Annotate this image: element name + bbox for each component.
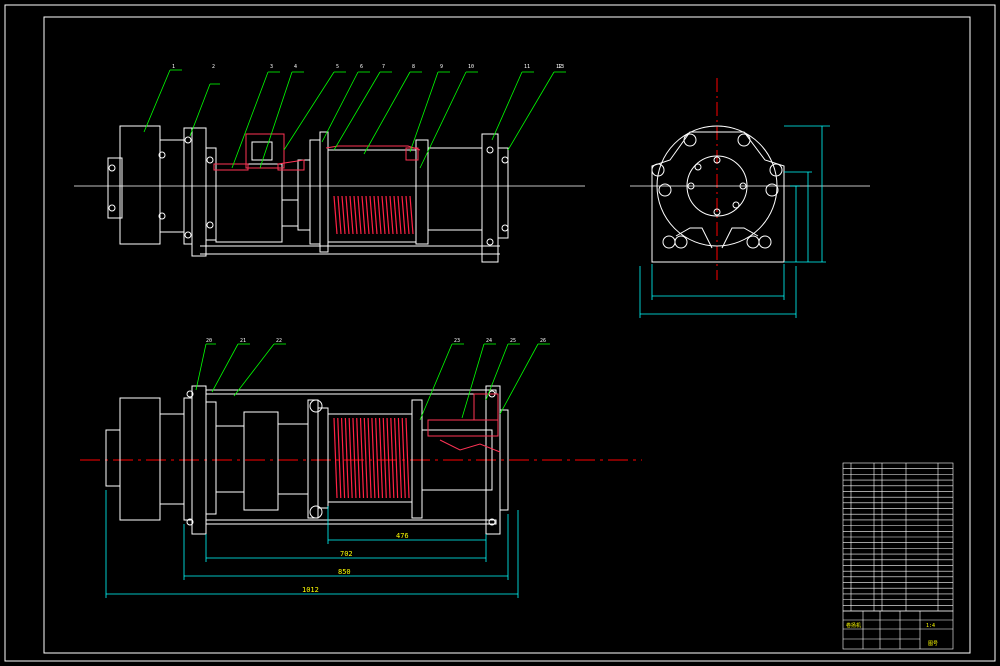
drum-coil <box>365 195 370 235</box>
drum-coil <box>373 195 378 235</box>
drum-coil <box>389 195 394 235</box>
section-hatch-top <box>213 133 421 171</box>
balloon-label: 26 <box>540 338 546 344</box>
drum-coil <box>397 417 403 499</box>
drum-coil <box>367 417 372 499</box>
balloon-label: 8 <box>412 64 415 70</box>
drum-coil <box>344 417 349 499</box>
side-view-dimensions <box>639 125 830 318</box>
title-block-name: 卷扬机 <box>846 622 861 629</box>
dim-476: 476 <box>396 532 409 540</box>
drum-coil <box>401 195 406 235</box>
section-hatch-bottom <box>427 393 501 453</box>
drum-coil <box>357 195 362 235</box>
balloon-label: 11 <box>524 64 530 70</box>
title-block-sheet: 图号 <box>928 641 938 647</box>
drum-coil <box>378 417 384 499</box>
drum-coil <box>382 417 387 499</box>
side-view <box>630 78 870 280</box>
dim-702: 702 <box>340 550 353 558</box>
balloon-label: 2 <box>212 64 215 70</box>
parts-list-table <box>842 462 954 650</box>
dim-850: 850 <box>338 568 351 576</box>
drum-coil <box>405 417 410 499</box>
drum-coil <box>369 195 374 235</box>
drum-windings-bottom <box>333 417 410 499</box>
drum-coil <box>409 195 414 235</box>
drum-coil <box>337 195 342 235</box>
drum-coil <box>381 195 386 235</box>
drum-coil <box>401 417 406 499</box>
balloon-label: 9 <box>440 64 443 70</box>
drum-coil <box>345 195 350 235</box>
drum-coil <box>371 417 376 499</box>
balloon-label: 4 <box>294 64 297 70</box>
drum-coil <box>337 417 342 499</box>
outer-frame <box>4 4 996 662</box>
leaders-bottom <box>195 343 550 421</box>
drum-coil <box>361 195 366 235</box>
balloon-label: 5 <box>336 64 339 70</box>
balloon-label: 10 <box>468 64 474 70</box>
drum-coil <box>356 417 361 499</box>
drum-coil <box>353 195 358 235</box>
drum-coil <box>341 195 346 235</box>
drum-coil <box>375 417 380 499</box>
drum-coil <box>385 195 390 235</box>
balloon-labels-bottom: 20 21 22 23 24 25 26 <box>206 338 546 344</box>
front-view-top <box>74 125 585 263</box>
balloon-label: 22 <box>276 338 282 344</box>
inner-frame <box>43 16 971 654</box>
balloon-label: 24 <box>486 338 492 344</box>
balloon-label: 23 <box>454 338 460 344</box>
drum-coil <box>340 417 346 499</box>
drum-coil <box>363 417 368 499</box>
balloon-label: 21 <box>240 338 246 344</box>
drum-coil <box>393 195 398 235</box>
balloon-label: 6 <box>360 64 363 70</box>
drum-coil <box>386 417 391 499</box>
balloon-label: 13 <box>558 64 564 70</box>
drum-coil <box>377 195 382 235</box>
balloon-label: 7 <box>382 64 385 70</box>
drum-coil <box>390 417 395 499</box>
drum-coil <box>333 195 338 235</box>
drum-coil <box>333 417 338 499</box>
balloon-label: 3 <box>270 64 273 70</box>
drum-coil <box>349 195 354 235</box>
balloon-label: 12 <box>556 64 562 70</box>
drum-coil <box>352 417 357 499</box>
drum-coil <box>359 417 365 499</box>
drum-coil <box>394 417 399 499</box>
bottom-dimensions <box>105 490 519 598</box>
plan-view-bottom <box>80 385 642 535</box>
leaders-top <box>143 69 566 169</box>
drum-coil <box>405 195 410 235</box>
balloon-label: 20 <box>206 338 212 344</box>
balloon-label: 1 <box>172 64 175 70</box>
balloon-label: 25 <box>510 338 516 344</box>
drum-coil <box>397 195 402 235</box>
drum-coil <box>348 417 353 499</box>
dim-1012: 1012 <box>302 586 319 594</box>
title-block-scale: 1:4 <box>926 623 935 629</box>
drum-windings-top <box>333 195 414 235</box>
